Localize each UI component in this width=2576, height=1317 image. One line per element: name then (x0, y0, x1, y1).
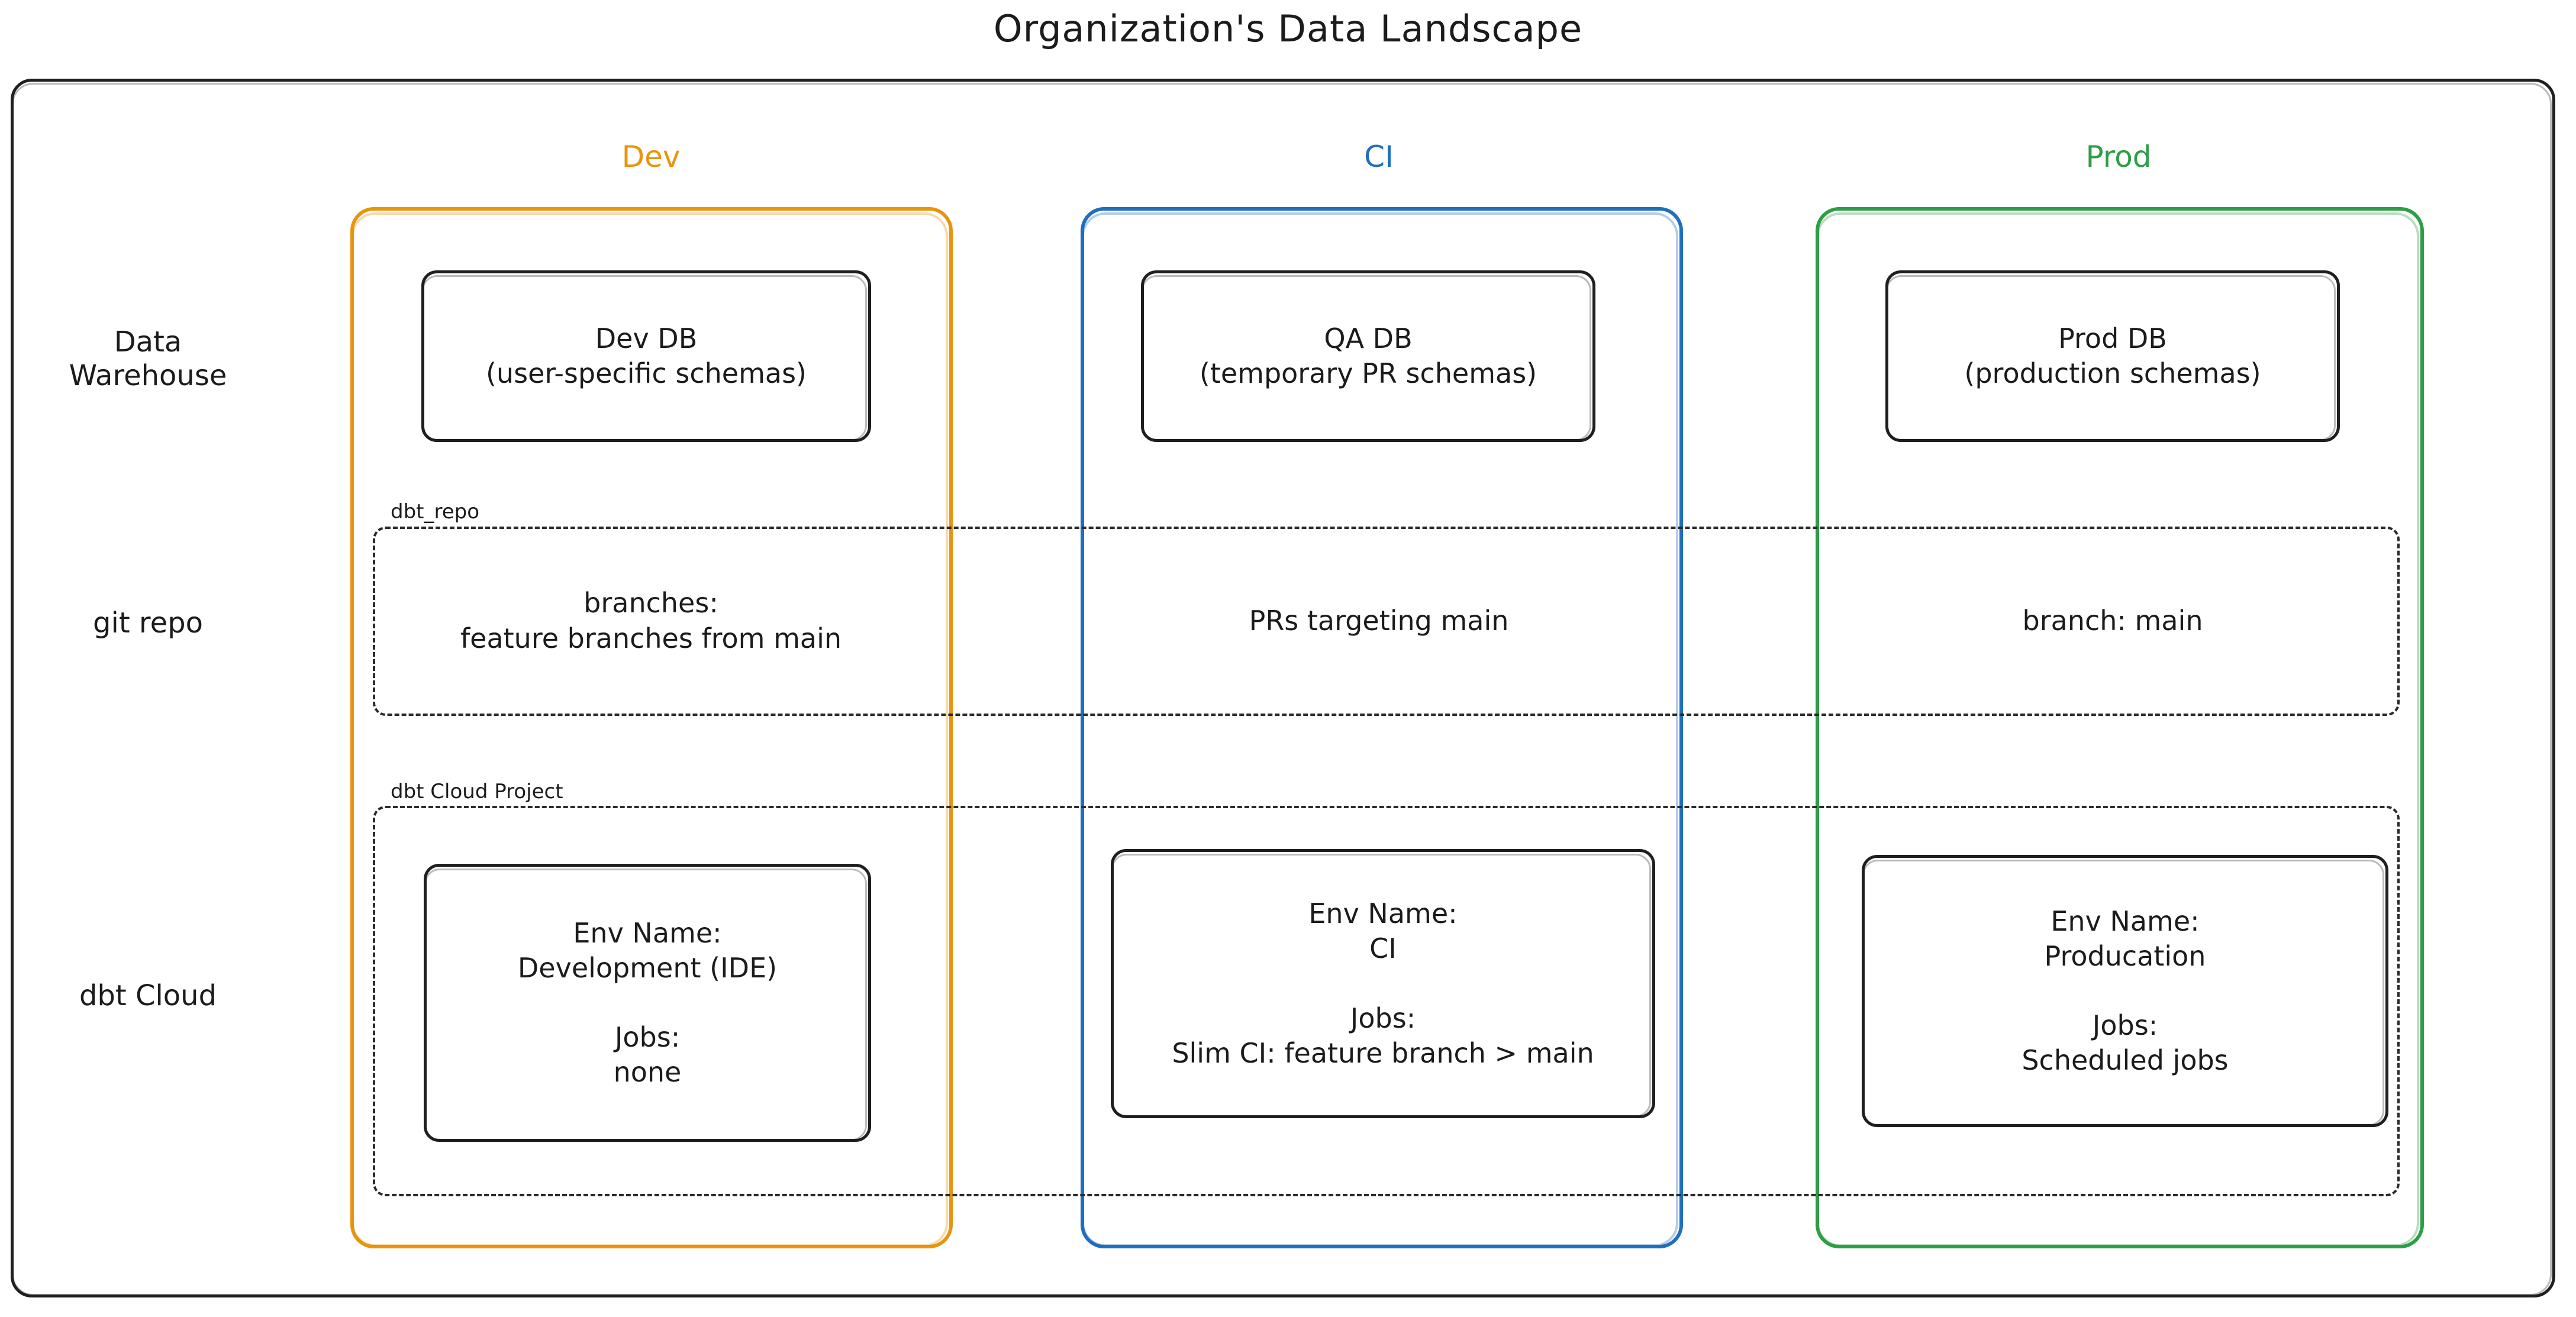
node-qa-db-label: QA DB (temporary PR schemas) (1199, 322, 1537, 389)
node-dbt-env-ci-label: Env Name: CI Jobs: Slim CI: feature bran… (1172, 898, 1594, 1069)
band-label-dbt-repo: dbt_repo (391, 500, 480, 524)
column-frame-ci (1081, 207, 1683, 1248)
row-label-git-repo: git repo (93, 606, 203, 640)
node-dbt-env-dev[interactable]: Env Name: Development (IDE) Jobs: none (424, 864, 871, 1142)
node-prod-db[interactable]: Prod DB (production schemas) (1885, 270, 2340, 442)
node-dev-db[interactable]: Dev DB (user-specific schemas) (421, 270, 871, 442)
column-frame-prod (1816, 207, 2424, 1248)
cell-git-prod: branch: main (2022, 605, 2203, 637)
band-dbt-cloud-project (373, 806, 2400, 1196)
column-frame-dev (350, 207, 953, 1248)
node-prod-db-label: Prod DB (production schemas) (1964, 322, 2261, 389)
column-header-dev: Dev (621, 140, 681, 174)
cell-git-ci: PRs targeting main (1249, 605, 1509, 637)
band-dbt-repo (373, 527, 2400, 716)
page-title: Organization's Data Landscape (993, 7, 1583, 50)
node-dbt-env-dev-label: Env Name: Development (IDE) Jobs: none (517, 916, 778, 1089)
node-dev-db-label: Dev DB (user-specific schemas) (486, 322, 807, 389)
row-label-data-warehouse: Data Warehouse (69, 325, 227, 392)
band-label-dbt-cloud-project: dbt Cloud Project (391, 780, 563, 803)
cell-git-dev: branches: feature branches from main (460, 587, 842, 654)
row-label-dbt-cloud: dbt Cloud (79, 979, 217, 1012)
outer-frame (11, 79, 2555, 1297)
node-dbt-env-ci[interactable]: Env Name: CI Jobs: Slim CI: feature bran… (1111, 849, 1655, 1118)
node-qa-db[interactable]: QA DB (temporary PR schemas) (1141, 270, 1595, 442)
node-dbt-env-prod[interactable]: Env Name: Producation Jobs: Scheduled jo… (1862, 855, 2388, 1127)
column-header-prod: Prod (2085, 140, 2152, 174)
node-dbt-env-prod-label: Env Name: Producation Jobs: Scheduled jo… (2022, 905, 2229, 1077)
column-header-ci: CI (1364, 140, 1394, 174)
